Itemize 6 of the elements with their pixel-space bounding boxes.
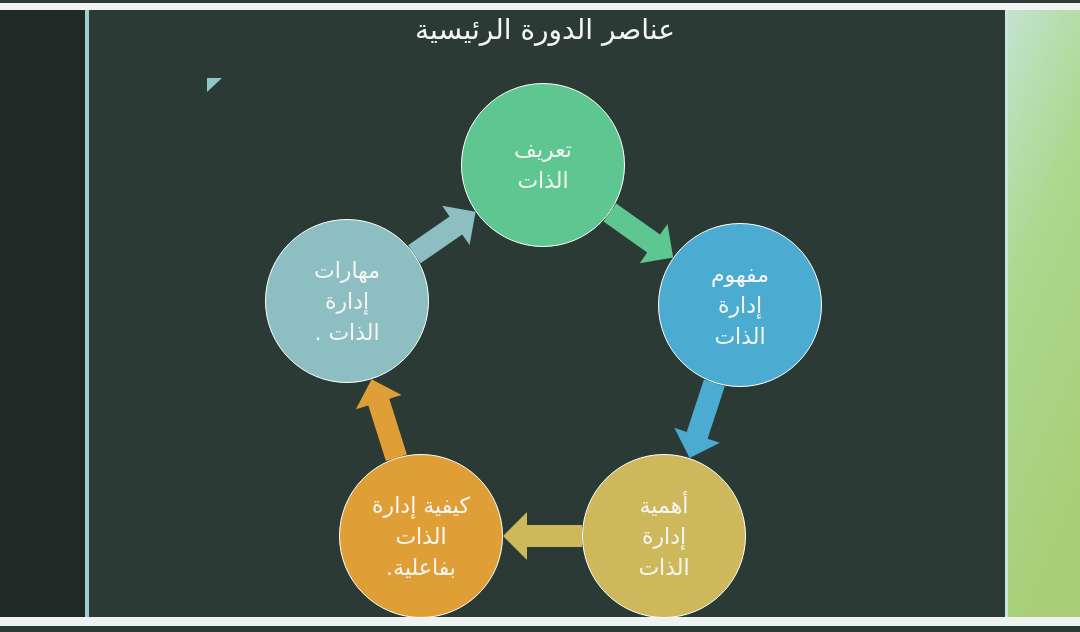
- arrow: [603, 203, 674, 264]
- arrow: [503, 512, 582, 560]
- arrow: [355, 379, 407, 462]
- title: عناصر الدورة الرئيسية: [415, 12, 675, 48]
- arrow: [408, 205, 476, 264]
- arrow: [674, 379, 725, 459]
